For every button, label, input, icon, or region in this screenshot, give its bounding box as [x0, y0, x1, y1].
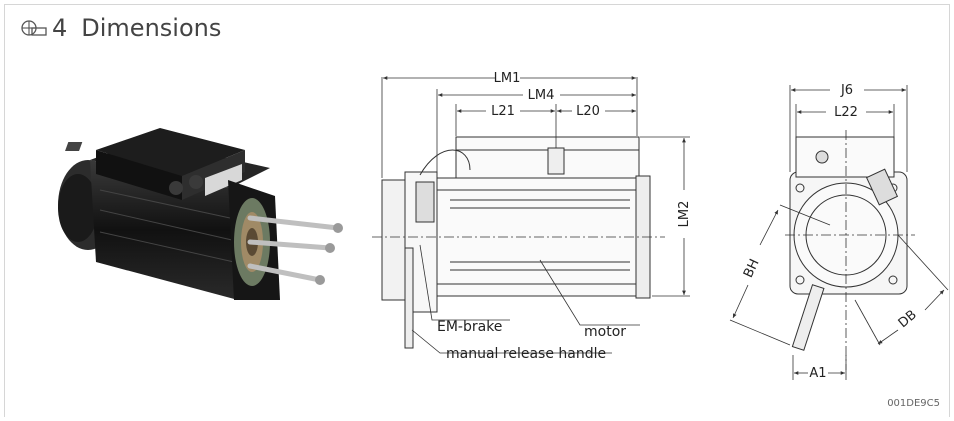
dim-a1-label: A1	[809, 366, 826, 381]
dim-l20-label: L20	[576, 104, 600, 119]
dim-lm2-label: LM2	[677, 201, 692, 228]
content-frame	[4, 4, 950, 417]
dim-l22-label: L22	[834, 105, 858, 120]
callout-manual-release-handle: manual release handle	[446, 346, 606, 362]
dimension-ruler-icon	[21, 20, 47, 36]
callout-em-brake: EM-brake	[437, 319, 502, 335]
dim-lm4-label: LM4	[528, 88, 555, 103]
section-number: 4	[52, 14, 68, 42]
dim-l21-label: L21	[491, 104, 515, 119]
dim-db-label: DB	[896, 307, 920, 331]
motor-photo	[58, 128, 343, 300]
image-code: 001DE9C5	[887, 398, 940, 409]
section-header: 4 Dimensions	[20, 14, 221, 42]
side-view-drawing	[372, 76, 690, 354]
dim-lm1-label: LM1	[494, 71, 521, 86]
dim-bh-label: BH	[741, 257, 762, 280]
section-title: Dimensions	[81, 14, 222, 42]
front-view-drawing	[729, 85, 949, 380]
callout-motor: motor	[584, 324, 626, 340]
dim-j6-label: J6	[840, 83, 853, 98]
